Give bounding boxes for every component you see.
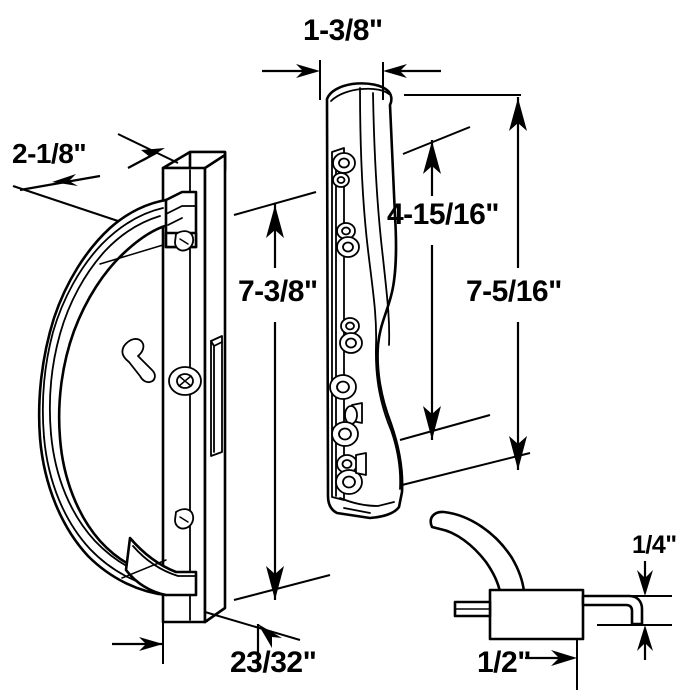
handle-lower-pad [124, 536, 198, 597]
handle-top-pad-edge [165, 205, 197, 215]
arrow-overall-bottom [509, 436, 527, 470]
arrow-thick-right [258, 624, 282, 648]
arrow-plate-top [266, 205, 284, 238]
upper-screw-boss-line [179, 238, 189, 245]
boss-6b-hole [342, 475, 356, 489]
leader-upper [99, 244, 164, 265]
dimension-label-plate-thickness: 23/32" [230, 646, 317, 679]
arrow-thick-left [139, 637, 163, 651]
handle-grip-outer [37, 198, 170, 597]
thumb-latch-detail [429, 510, 644, 641]
backplate-slot [210, 335, 223, 457]
dimension-label-plate-height: 7-3/8" [238, 275, 318, 308]
side-profile-view [325, 82, 404, 520]
handle-grip-line-2 [48, 215, 161, 435]
boss-3b-hole [345, 337, 357, 349]
latch-body [488, 588, 585, 641]
ext-depth-upper [117, 133, 179, 164]
arrow-depth-upper [141, 148, 165, 163]
backplate-side-face [203, 153, 227, 624]
boss-2-hole [341, 226, 351, 236]
ext-plate-bottom [233, 574, 331, 601]
dimension-label-screw-spacing: 4-15/16" [387, 198, 499, 231]
front-view-handle [37, 150, 227, 624]
dimension-label-hook-height: 1/4" [632, 531, 677, 559]
boss-5-hole [338, 427, 352, 441]
ext-thick-diag [204, 611, 301, 641]
backplate-slot-lip [213, 341, 223, 347]
side-profile-inner-edge [359, 87, 402, 490]
ext-screw-bottom [399, 414, 491, 441]
side-profile-inner-edge2 [372, 92, 391, 346]
ext-plate-top [233, 191, 317, 216]
boss-2b-hole [342, 241, 354, 253]
arrow-screw-bottom [423, 406, 441, 440]
boss-4-hole [336, 380, 350, 394]
boss-tab-2 [355, 452, 367, 476]
side-profile-bottom-edge [343, 507, 371, 514]
ext-depth-lower [12, 185, 119, 222]
boss-3-hole [345, 321, 355, 331]
arrow-hook-bottom [637, 625, 653, 651]
boss-6-hole [341, 459, 353, 469]
arrow-screw-top [423, 141, 441, 174]
arrow-overall-top [509, 98, 527, 131]
dimension-label-depth-left: 2-1/8" [12, 138, 87, 169]
mid-screw-phillips [178, 375, 192, 387]
handle-grip-line-1 [41, 207, 164, 438]
arrow-spindle [551, 650, 577, 666]
arrow-depth-lower [52, 174, 78, 186]
side-profile-bosses [329, 152, 367, 495]
boss-1-hole [338, 157, 350, 169]
arrow-width-right [383, 64, 407, 78]
handle-lower-pad-edge [132, 545, 197, 577]
latch-actuator-rod [581, 594, 644, 626]
ext-overall-bottom [401, 452, 531, 486]
arrow-hook-top [637, 570, 653, 596]
ext-screw-top [402, 126, 471, 155]
lower-screw-boss-line [179, 516, 189, 523]
arrow-width-left [296, 64, 320, 78]
thumb-latch-lever [121, 338, 156, 384]
latch-lever-arm [429, 510, 526, 594]
handle-top-pad-edge2 [167, 217, 183, 226]
boss-1b-hole [336, 176, 346, 184]
leader-lower [121, 559, 167, 579]
dimension-annotations [12, 60, 672, 690]
arrow-plate-bottom [266, 566, 284, 600]
dimension-label-overall-height: 7-5/16" [466, 275, 562, 308]
dimension-label-spindle-length: 1/2" [477, 646, 531, 679]
dimension-label-width-top: 1-3/8" [303, 14, 383, 47]
